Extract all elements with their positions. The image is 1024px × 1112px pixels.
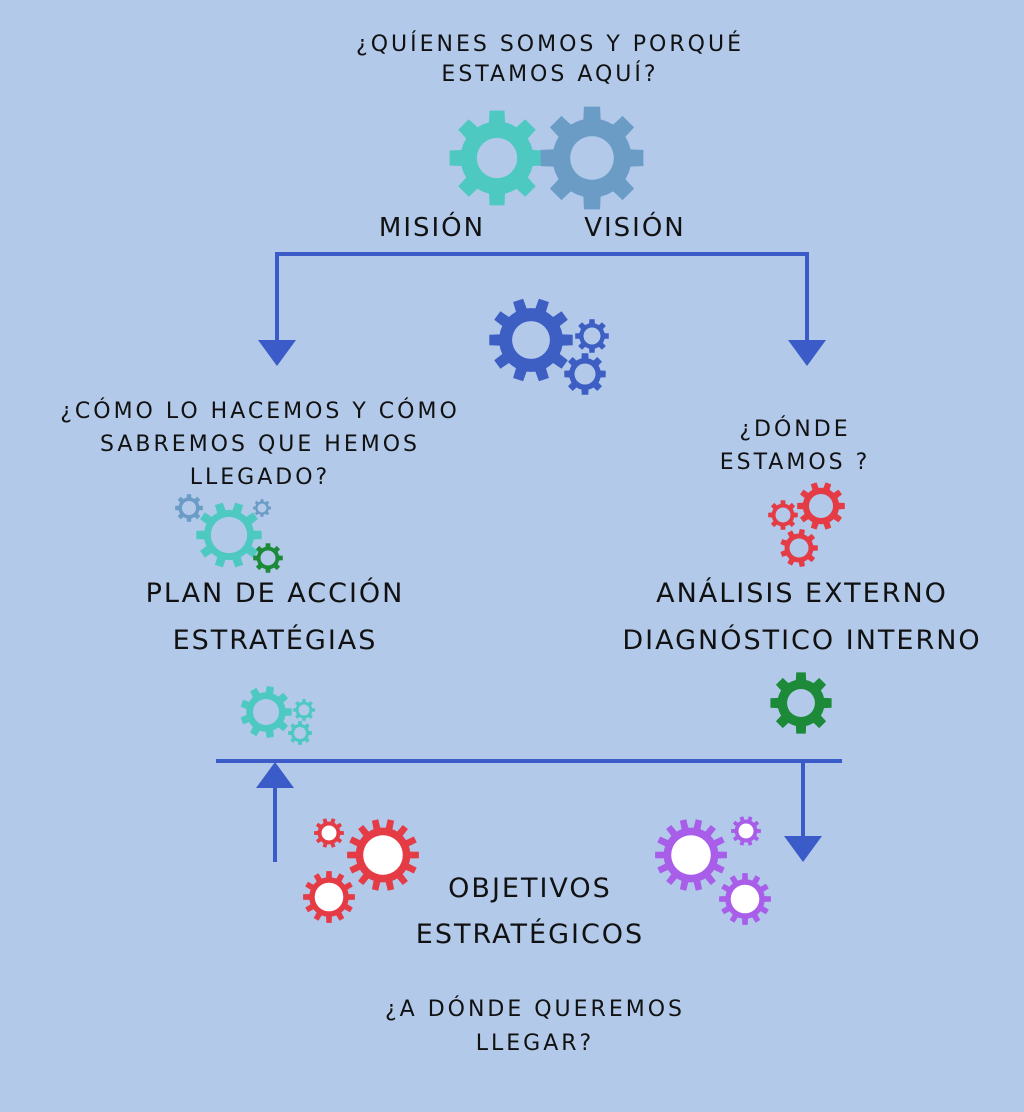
mision-label: MISIÓN <box>378 213 486 243</box>
bottom-small-purple-gear-icon <box>731 816 761 846</box>
arrow-down-right-icon <box>788 340 826 366</box>
bottom-question: ¿A DÓNDE QUEREMOS LLEGAR? <box>340 993 730 1061</box>
left-tiny-blue-gear-icon <box>253 499 271 517</box>
right-title-line-1: ANÁLISIS EXTERNO <box>656 578 948 609</box>
center-small-gear-top-icon <box>575 319 609 353</box>
vision-label: VISIÓN <box>584 213 686 243</box>
right-title-line-2: DIAGNÓSTICO INTERNO <box>622 625 982 657</box>
top-question-line-2: ESTAMOS AQUÍ? <box>441 61 659 87</box>
left-title-line-2: ESTRATÉGIAS <box>172 625 378 657</box>
left-green-gear-icon <box>253 543 283 573</box>
right-large-red-gear-icon <box>797 482 845 530</box>
arrow-heads <box>256 340 826 862</box>
left-large-teal-gear-icon <box>196 502 262 568</box>
right-small-red-gear-icon <box>768 500 798 530</box>
bottom-title-line-1: OBJETIVOS <box>448 873 612 904</box>
bottom-mid-purple-gear-icon <box>719 873 771 925</box>
left-question-line-1: ¿CÓMO LO HACEMOS Y CÓMO <box>60 399 460 424</box>
connectors <box>216 252 842 862</box>
arrow-down-left-icon <box>258 340 296 366</box>
bottom-mid-red-gear-icon <box>303 871 355 923</box>
top-question: ¿QUÍENES SOMOS Y PORQUÉ ESTAMOS AQUÍ? <box>300 30 800 89</box>
center-small-gear-bottom-icon <box>564 353 606 395</box>
arrow-up-icon <box>256 762 294 788</box>
left-small-blue-gear-icon <box>175 494 203 522</box>
left-question: ¿CÓMO LO HACEMOS Y CÓMO SABREMOS QUE HEM… <box>25 395 495 494</box>
left-title: PLAN DE ACCIÓN ESTRATÉGIAS <box>110 570 440 665</box>
left-question-line-3: LLEGADO? <box>189 465 331 490</box>
top-connector-line <box>275 252 809 345</box>
bottom-title: OBJETIVOS ESTRATÉGICOS <box>380 866 680 958</box>
right-title: ANÁLISIS EXTERNO DIAGNÓSTICO INTERNO <box>600 570 1004 665</box>
right-question: ¿DÓNDE ESTAMOS ? <box>705 413 885 479</box>
left-title-line-1: PLAN DE ACCIÓN <box>145 578 405 609</box>
bottom-question-line-2: LLEGAR? <box>475 1031 595 1057</box>
left-question-line-2: SABREMOS QUE HEMOS <box>100 432 420 457</box>
mision-gear-icon <box>449 110 545 206</box>
right-question-line-2: ESTAMOS ? <box>719 450 871 475</box>
top-question-line-1: ¿QUÍENES SOMOS Y PORQUÉ <box>356 32 744 57</box>
right-question-line-1: ¿DÓNDE <box>739 417 851 442</box>
arrow-down-bottom-icon <box>784 836 822 862</box>
bottom-small-red-gear-icon <box>314 818 344 848</box>
lower-teal-gear-icon <box>240 686 292 738</box>
lower-teal-small-gear-bottom-icon <box>288 721 312 745</box>
bottom-title-line-2: ESTRATÉGICOS <box>415 918 645 950</box>
gear-icons <box>175 106 845 925</box>
bottom-large-purple-gear-icon <box>655 819 727 891</box>
lower-teal-small-gear-top-icon <box>293 699 315 721</box>
right-mid-red-gear-icon <box>780 529 818 567</box>
center-large-gear-icon <box>489 298 573 382</box>
right-green-gear-icon <box>770 672 832 734</box>
bottom-question-line-1: ¿A DÓNDE QUEREMOS <box>384 997 686 1022</box>
bottom-large-red-gear-icon <box>347 819 419 891</box>
vision-gear-icon <box>540 106 644 210</box>
